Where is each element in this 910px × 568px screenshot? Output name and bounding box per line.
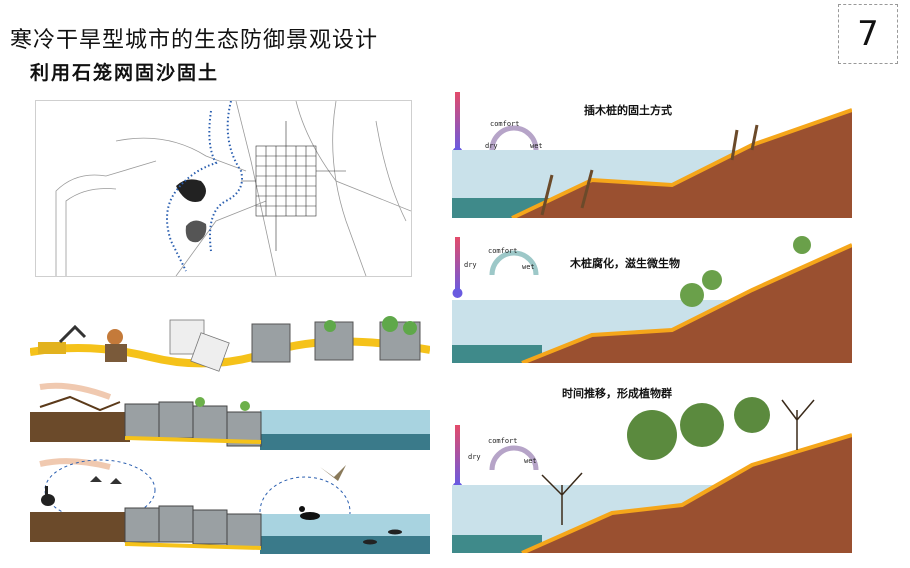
gauge-wet-label: wet (522, 263, 535, 271)
scene-plant-community: 时间推移，形成植物群 comfort dry wet (452, 387, 852, 553)
gauge-comfort-label: comfort (488, 437, 518, 445)
gauge-dry-label: dry (485, 142, 498, 150)
fish-icon (363, 529, 402, 545)
city-map (35, 100, 412, 277)
gabion-section-diagram-1 (30, 372, 430, 454)
seagull-icon (320, 465, 346, 481)
gauge-comfort-label: comfort (490, 120, 520, 128)
gabion-section-diagram-2 (30, 452, 430, 560)
rabbit-icon (41, 486, 55, 506)
gauge-dry-label: dry (464, 261, 477, 269)
gauge-wet-label: wet (524, 457, 537, 465)
page-title: 寒冷干旱型城市的生态防御景观设计 (10, 28, 379, 53)
scene-label: 木桩腐化，滋生微生物 (570, 257, 680, 270)
page-number: 7 (838, 4, 898, 64)
scene-stakes-decay: 木桩腐化，滋生微生物 comfort dry wet (452, 235, 852, 363)
duck-icon (299, 506, 320, 520)
scene-label: 插木桩的固土方式 (584, 104, 672, 117)
gauge-comfort-label: comfort (488, 247, 518, 255)
excavator-icon (38, 324, 87, 354)
gauge-wet-label: wet (530, 142, 543, 150)
bird-icon (90, 476, 122, 484)
scene-label: 时间推移，形成植物群 (562, 387, 672, 400)
gabion-sequence-diagram (30, 312, 430, 382)
page-subtitle: 利用石笼网固沙固土 (30, 62, 220, 84)
scene-wood-stakes: 插木桩的固土方式 comfort dry wet (452, 90, 852, 218)
gauge-dry-label: dry (468, 453, 481, 461)
